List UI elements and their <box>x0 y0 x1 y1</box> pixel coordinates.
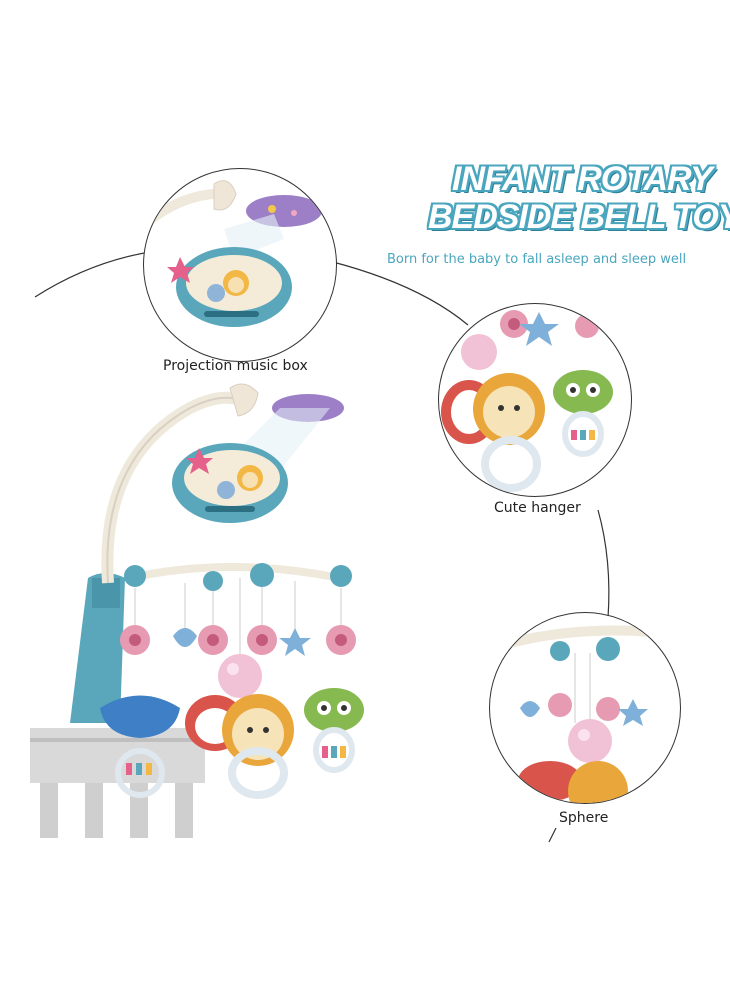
clamp-base <box>70 573 125 723</box>
cute-hanger-detail-image <box>438 303 632 497</box>
sphere-illustration <box>508 625 680 803</box>
callout-label-hanger: Cute hanger <box>494 500 581 516</box>
projection-music-box-illustration <box>144 180 322 327</box>
headline-line-1: INFANT ROTARY <box>452 160 713 198</box>
callout-label-sphere: Sphere <box>559 810 609 826</box>
sphere-detail-image <box>489 612 681 804</box>
main-product-illustration <box>30 383 364 838</box>
callout-label-projection: Projection music box <box>163 358 308 374</box>
cute-hanger-illustration <box>441 310 613 492</box>
pink-sphere <box>218 654 262 698</box>
headline-subtitle: Born for the baby to fall asleep and sle… <box>387 252 687 267</box>
headline-line-2: BEDSIDE BELL TOYS <box>428 198 730 236</box>
projection-music-box-detail-image <box>143 168 337 362</box>
owl-toy <box>304 688 364 732</box>
